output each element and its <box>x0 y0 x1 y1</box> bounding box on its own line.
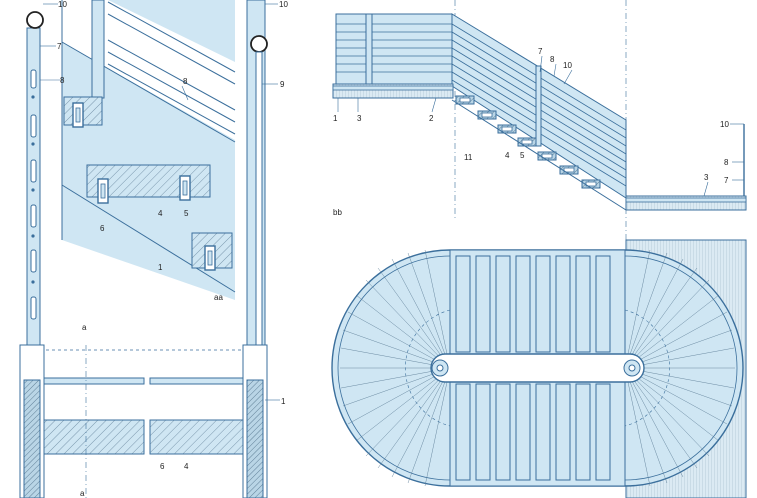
callout-1a: 1 <box>158 263 163 272</box>
section-mark-a-top: a <box>82 323 87 332</box>
callout-bb-2: 2 <box>429 114 434 123</box>
section-label-bb: bb <box>333 208 342 217</box>
callout-bb-1: 1 <box>333 114 338 123</box>
callout-6b: 6 <box>160 462 165 471</box>
callout-6a: 6 <box>100 224 105 233</box>
section-label-aa: aa <box>214 293 223 302</box>
callouts-bb: 1 3 2 7 8 10 11 4 5 10 8 7 3 bb <box>333 47 729 217</box>
callout-bb-7: 7 <box>538 47 543 56</box>
callout-8a: 8 <box>60 76 65 85</box>
callout-9a: 9 <box>280 80 285 89</box>
callout-bb-4: 4 <box>505 151 510 160</box>
callout-10b: 10 <box>279 0 288 9</box>
detail-aa <box>19 0 280 498</box>
callout-bb-10r: 10 <box>720 120 729 129</box>
callout-bb-8: 8 <box>550 55 555 64</box>
callout-7a: 7 <box>57 42 62 51</box>
detail-bb <box>332 0 747 498</box>
callout-5a: 5 <box>184 209 189 218</box>
section-mark-a-bottom: a <box>80 489 85 498</box>
callout-bb-8r: 8 <box>724 158 729 167</box>
plan-view <box>331 239 747 498</box>
callout-bb-5: 5 <box>520 151 525 160</box>
callout-1b: 1 <box>281 397 286 406</box>
callout-bb-10: 10 <box>563 61 572 70</box>
callout-bb-7r: 7 <box>724 176 729 185</box>
callout-bb-3: 3 <box>357 114 362 123</box>
callouts-left: 10 7 8 8 4 5 6 1 10 9 aa a a 1 6 4 <box>57 0 288 498</box>
callout-bb-11: 11 <box>464 153 473 162</box>
callout-bb-3r: 3 <box>704 173 709 182</box>
callout-4b: 4 <box>184 462 189 471</box>
callout-10a: 10 <box>58 0 67 9</box>
callout-8b: 8 <box>183 77 188 86</box>
callout-4a: 4 <box>158 209 163 218</box>
